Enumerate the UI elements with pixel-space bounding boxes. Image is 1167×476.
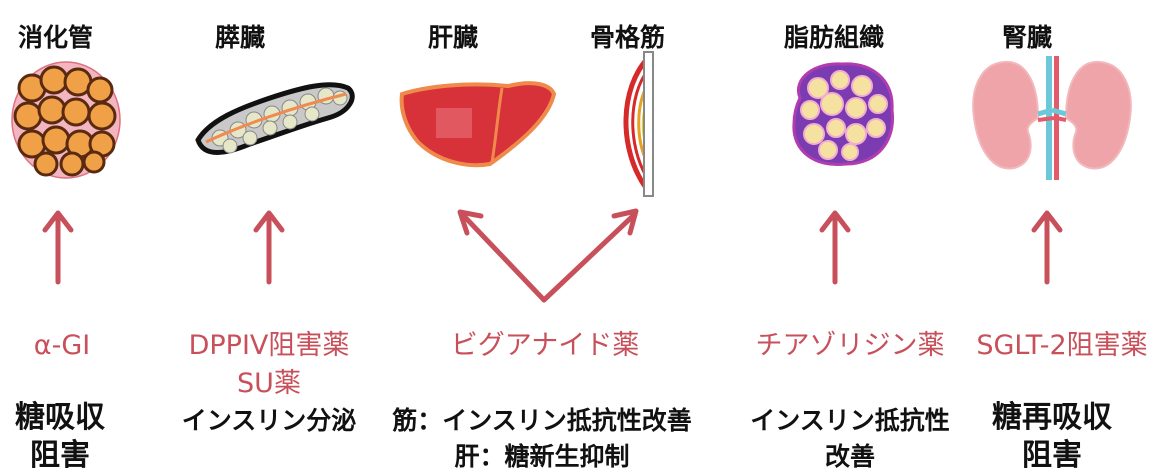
effect-pancreas: インスリン分泌 <box>164 403 374 439</box>
effect-adipose-line2: 改善 <box>745 439 955 475</box>
arrow-muscle <box>544 211 636 300</box>
arrow-gut <box>45 213 71 282</box>
drug-agi: α-GI <box>22 327 102 365</box>
drug-dpp4: DPPIV阻害薬 <box>164 327 374 365</box>
effect-gut-line1: 糖吸収 <box>0 398 120 438</box>
effect-adipose-line1: インスリン抵抗性 <box>745 403 955 439</box>
drug-su: SU薬 <box>164 365 374 403</box>
effect-liver: 肝：糖新生抑制 <box>392 439 692 475</box>
arrow-pancreas <box>256 213 282 282</box>
effect-muscle: 筋：インスリン抵抗性改善 <box>392 403 692 439</box>
drug-sglt2: SGLT-2阻害薬 <box>962 327 1162 365</box>
arrow-kidney <box>1034 213 1060 282</box>
effect-gut-line2: 阻害 <box>0 436 120 476</box>
arrow-adipose <box>822 213 848 282</box>
drug-tzd: チアゾリジン薬 <box>745 327 955 365</box>
effect-kidney-line2: 阻害 <box>962 436 1142 476</box>
effect-kidney-line1: 糖再吸収 <box>962 398 1142 438</box>
arrow-liver <box>460 212 544 300</box>
drug-biguanide: ビグアナイド薬 <box>430 327 660 365</box>
